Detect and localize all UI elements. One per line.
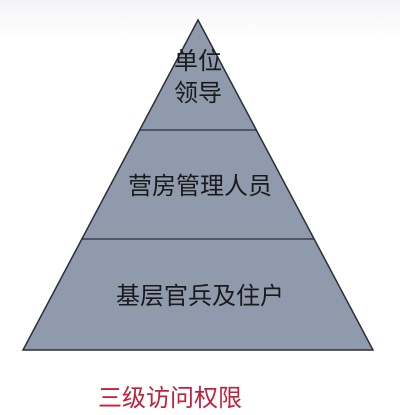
- tier-top-line1: 单位: [174, 47, 222, 75]
- tier-bottom-label: 基层官兵及住户: [116, 282, 284, 310]
- tier-middle-label: 营房管理人员: [128, 172, 272, 200]
- tier-top-label: 单位 领导: [148, 45, 248, 110]
- diagram-caption: 三级访问权限: [98, 384, 242, 412]
- tier-top-line2: 领导: [174, 79, 222, 108]
- pyramid-shape: [21, 18, 375, 351]
